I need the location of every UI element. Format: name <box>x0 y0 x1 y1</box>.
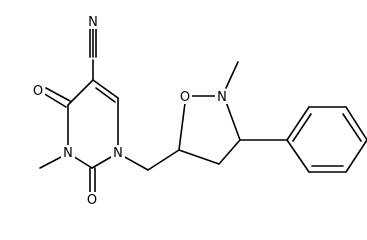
bond-c5prime-o <box>178 102 186 151</box>
bond-n-methyl <box>225 61 239 89</box>
nitrile-group <box>89 27 97 81</box>
bond-n1-ch2 <box>122 155 149 171</box>
bond-c4-c5 <box>67 79 94 106</box>
atom-labels: N O O N N O N <box>31 14 229 208</box>
bond-c4-o-b <box>45 87 71 102</box>
bond-ph-1-double <box>292 113 312 142</box>
bond-c5-c6-double <box>95 87 116 103</box>
bond-c4prime-c5prime <box>178 149 220 165</box>
isoxazolidine-oxygen-label: O <box>180 90 190 105</box>
bond-ph-4 <box>345 139 367 173</box>
bond-c5-c6 <box>92 79 119 99</box>
carbonyl-groups <box>42 87 96 193</box>
bond-ch2-c5prime <box>147 149 180 171</box>
structure-diagram: N O O N N O N <box>31 14 367 208</box>
pyrimidine-ring <box>67 79 119 169</box>
methylene-linker <box>122 149 180 171</box>
ring-nitrogen-3-label: N <box>63 146 73 161</box>
bond-n-c3prime <box>225 101 241 141</box>
bond-ph-3 <box>345 106 367 141</box>
bond-ph-1 <box>286 106 310 141</box>
bond-c3prime-c4prime <box>218 139 241 165</box>
isoxazolidine-nitrogen-label: N <box>217 90 227 105</box>
nitrile-nitrogen-label: N <box>88 15 98 30</box>
bond-ph-6 <box>286 139 310 173</box>
phenyl-ring <box>239 106 367 173</box>
carbonyl-oxygen-top-label: O <box>33 84 43 99</box>
bond-ph-3-double <box>342 113 362 142</box>
isoxazolidine-ring <box>178 61 241 165</box>
ring-nitrogen-1-label: N <box>113 146 123 161</box>
carbonyl-oxygen-bottom-label: O <box>87 193 97 208</box>
bond-n3-methyl <box>39 155 64 169</box>
bond-c4-o-a <box>42 92 67 108</box>
